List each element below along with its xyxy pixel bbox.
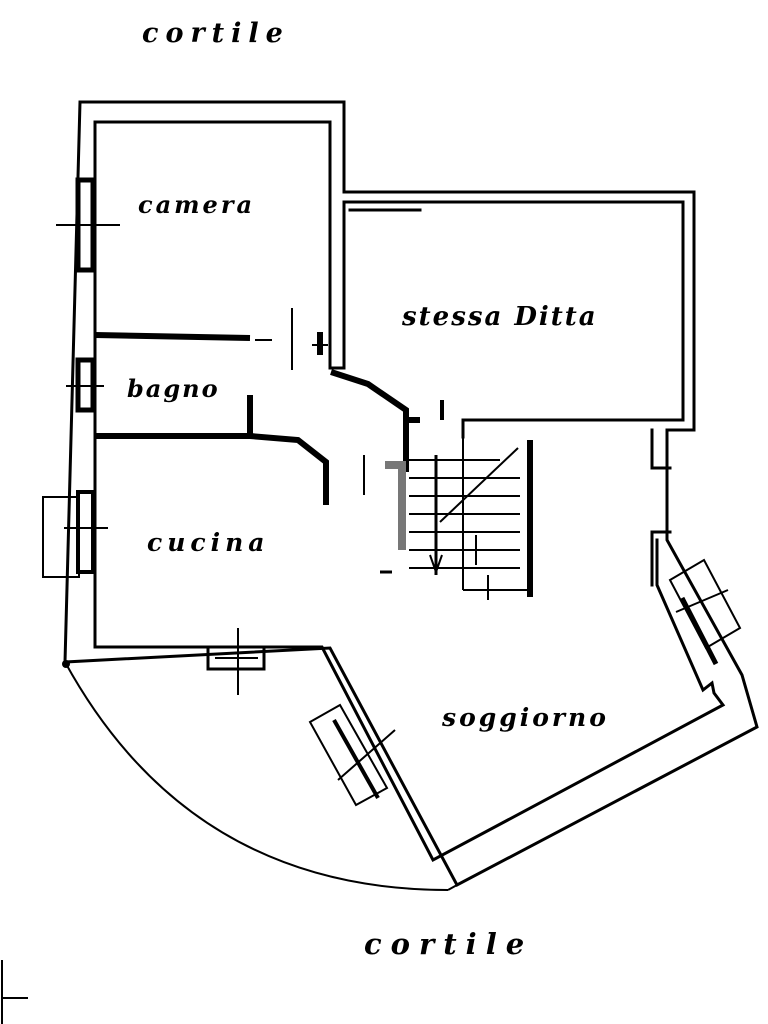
window-diagonal-west [308,703,396,807]
room-label-camera: camera [138,190,256,219]
staircase [380,437,533,600]
partition-east-diagonal [330,369,409,472]
courtyard-label-bottom: cortile [364,927,534,961]
window-diagonal-east [668,558,742,666]
partition-camera-bagno [94,332,251,341]
stair-mark [385,461,406,550]
courtyard-arc [64,661,449,891]
outer-wall-outline [63,100,759,888]
room-label-cucina: cucina [147,528,270,557]
room-label-bagno: bagno [127,374,220,403]
room-label-soggiorno: soggiorno [442,703,609,732]
windows-west [42,177,120,578]
outer-wall-inner-line-west [93,120,726,863]
window-south [206,628,266,695]
corner-mark [1,960,28,1024]
outer-wall-inner-line [93,120,685,439]
partition-hall-diagonal [249,433,329,505]
room-label-stessa-ditta: stessa Ditta [402,302,598,332]
courtyard-label-top: cortile [142,18,290,49]
